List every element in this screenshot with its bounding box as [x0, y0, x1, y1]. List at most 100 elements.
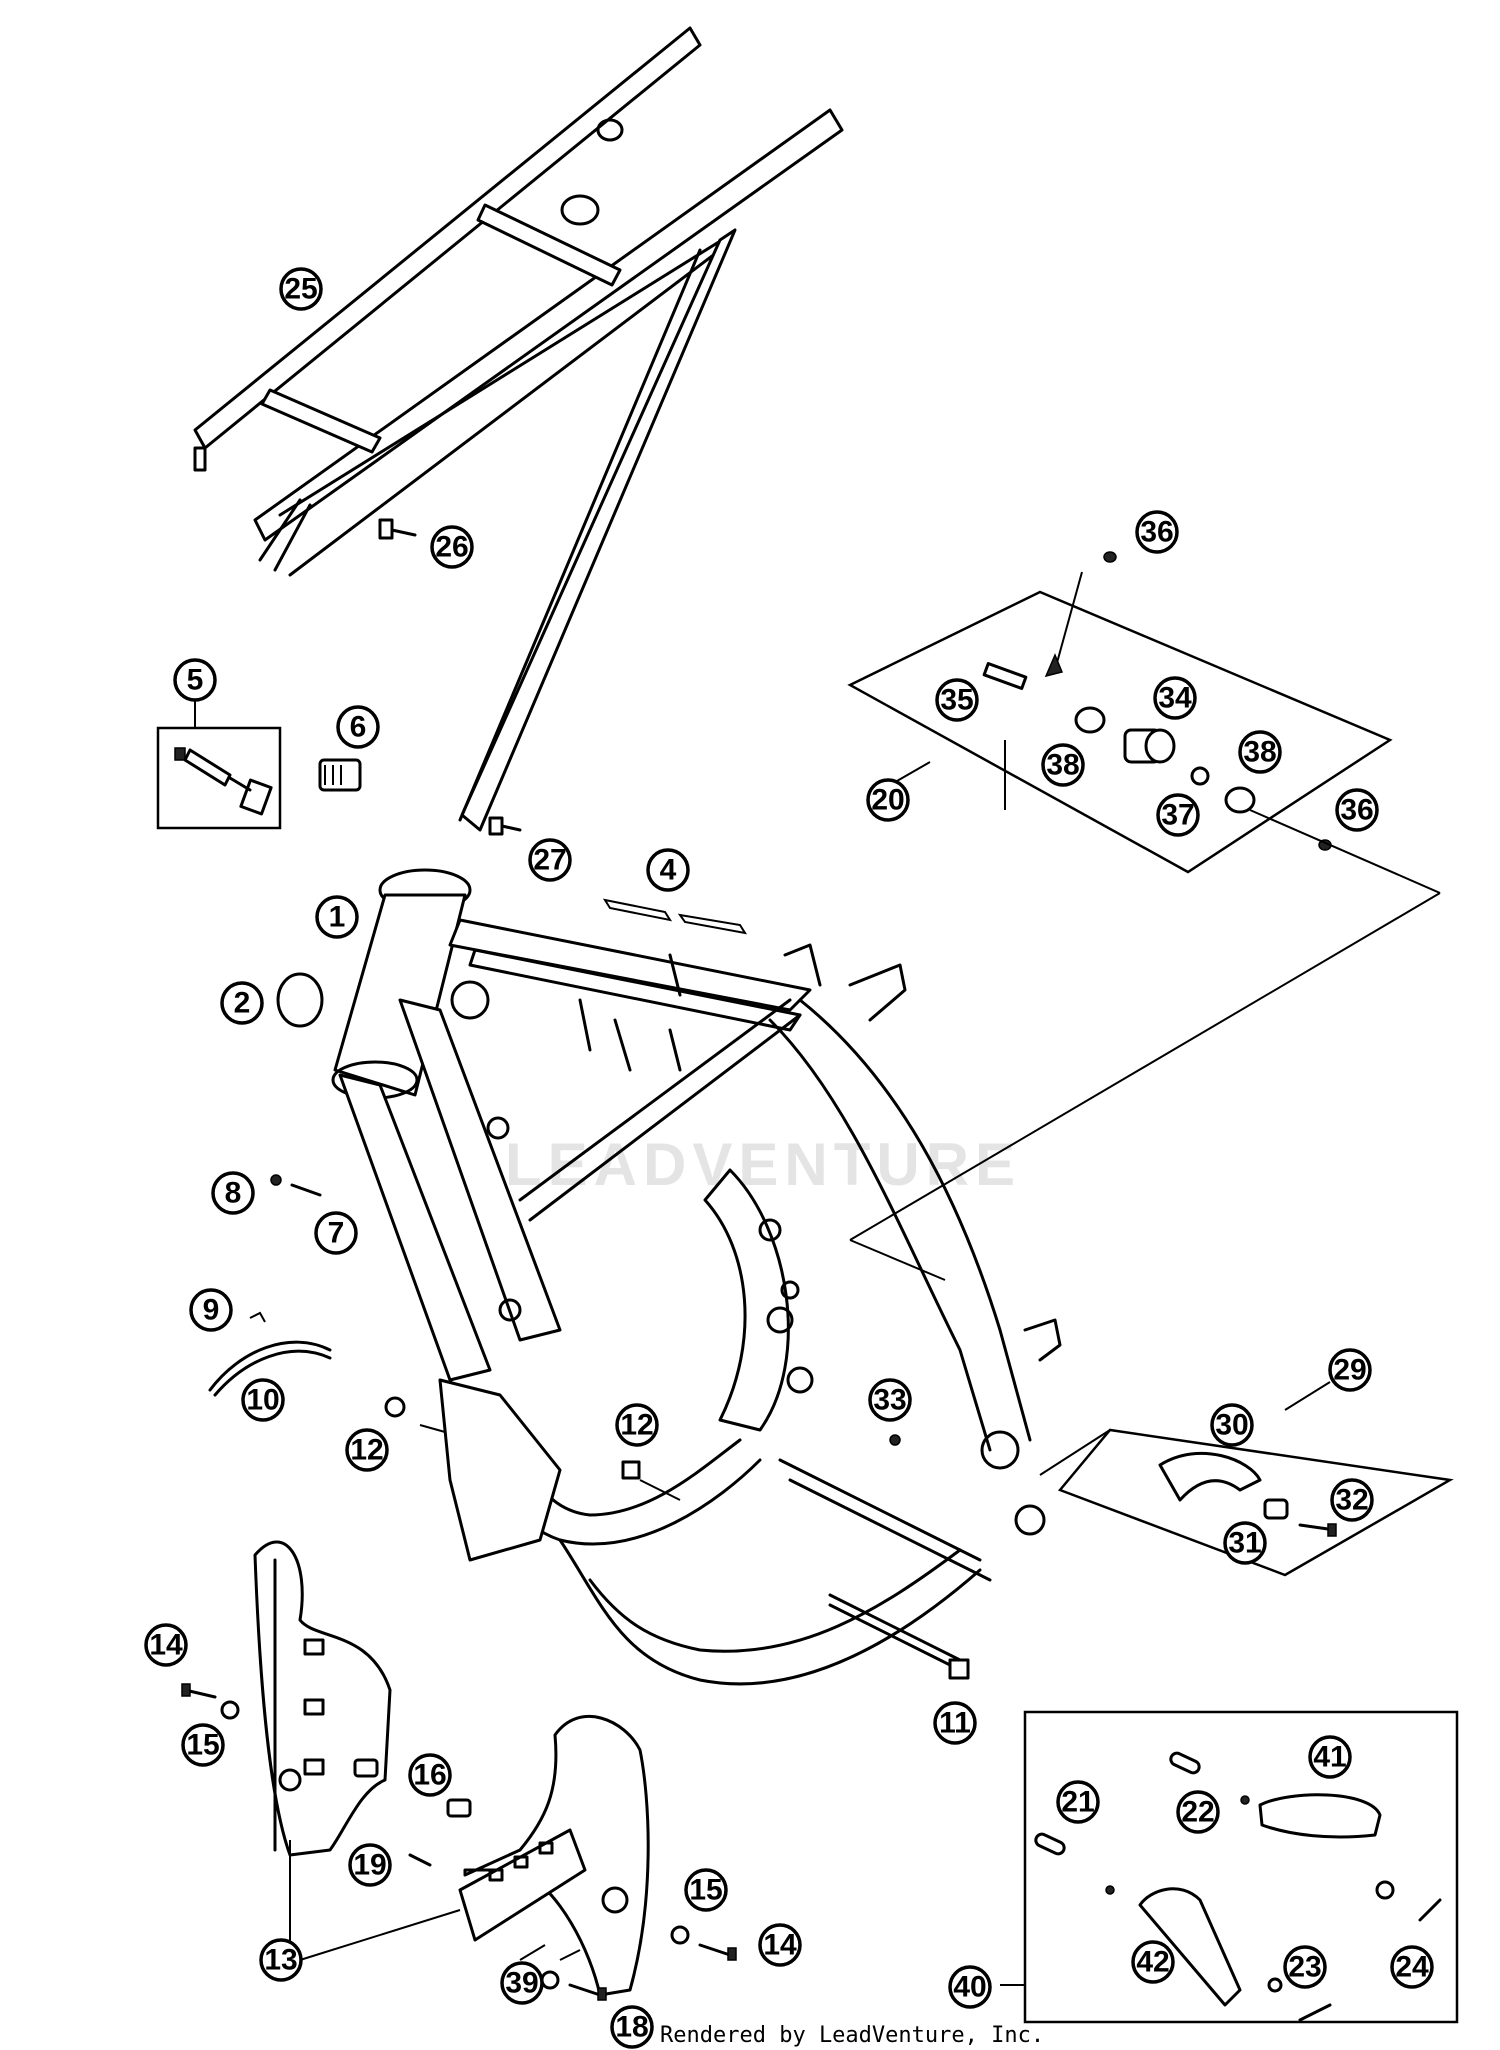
part-20-assembly — [847, 551, 1441, 1281]
svg-text:5: 5 — [187, 664, 204, 697]
svg-text:36: 36 — [1340, 794, 1373, 827]
svg-text:6: 6 — [350, 711, 367, 744]
callout-40: 40 — [948, 1965, 992, 2009]
svg-text:9: 9 — [203, 1294, 220, 1327]
part-5-box — [156, 698, 282, 830]
svg-text:29: 29 — [1333, 1354, 1366, 1387]
callout-23: 23 — [1283, 1945, 1327, 1989]
svg-text:12: 12 — [350, 1434, 383, 1467]
callout-15b: 15 — [684, 1868, 728, 1912]
callout-37: 37 — [1156, 793, 1200, 837]
callout-35: 35 — [935, 678, 979, 722]
callout-30: 30 — [1210, 1403, 1254, 1447]
part-29-assembly — [1039, 1381, 1454, 1577]
svg-text:24: 24 — [1395, 1951, 1429, 1984]
svg-text:16: 16 — [413, 1759, 446, 1792]
subframe-bolts — [378, 518, 522, 836]
svg-text:19: 19 — [353, 1849, 386, 1882]
callout-20: 20 — [866, 778, 910, 822]
callout-38a: 38 — [1041, 743, 1085, 787]
rear-subframe — [193, 26, 844, 832]
part-11-axle-bolt — [828, 1593, 970, 1680]
callout-16: 16 — [408, 1753, 452, 1797]
callout-27: 27 — [528, 838, 572, 882]
main-frame — [331, 868, 1062, 1686]
callout-25: 25 — [279, 267, 323, 311]
callout-36a: 36 — [1135, 510, 1179, 554]
callout-22: 22 — [1176, 1790, 1220, 1834]
callout-39: 39 — [500, 1961, 544, 2005]
render-credit: Rendered by LeadVenture, Inc. — [660, 2023, 1044, 2048]
svg-text:14: 14 — [763, 1929, 797, 1962]
frame-decals — [602, 898, 748, 935]
callout-12b: 12 — [345, 1428, 389, 1472]
svg-text:36: 36 — [1140, 516, 1173, 549]
svg-text:39: 39 — [505, 1967, 538, 2000]
svg-text:22: 22 — [1181, 1796, 1214, 1829]
callout-32: 32 — [1330, 1478, 1374, 1522]
svg-text:15: 15 — [689, 1874, 722, 1907]
svg-text:15: 15 — [186, 1729, 219, 1762]
svg-text:38: 38 — [1046, 749, 1079, 782]
callout-29: 29 — [1328, 1348, 1372, 1392]
svg-text:27: 27 — [533, 844, 566, 877]
callout-14a: 14 — [144, 1623, 188, 1667]
svg-text:37: 37 — [1161, 799, 1194, 832]
watermark: LEADVENTURE — [505, 1131, 1021, 1198]
svg-text:14: 14 — [149, 1629, 183, 1662]
callout-19: 19 — [348, 1843, 392, 1887]
callout-38b: 38 — [1238, 730, 1282, 774]
svg-text:21: 21 — [1061, 1786, 1094, 1819]
callout-36b: 36 — [1335, 788, 1379, 832]
callout-7: 7 — [314, 1211, 358, 1255]
callout-13: 13 — [259, 1938, 303, 1982]
svg-text:34: 34 — [1158, 682, 1192, 715]
callout-5: 5 — [173, 658, 217, 702]
svg-text:2: 2 — [234, 987, 251, 1020]
callout-24: 24 — [1390, 1945, 1434, 1989]
callout-8: 8 — [211, 1171, 255, 1215]
callout-42: 42 — [1131, 1940, 1175, 1984]
svg-text:18: 18 — [615, 2011, 648, 2044]
callout-31: 31 — [1223, 1521, 1267, 1565]
svg-text:8: 8 — [225, 1177, 242, 1210]
callout-10: 10 — [241, 1378, 285, 1422]
svg-text:38: 38 — [1243, 736, 1276, 769]
svg-text:7: 7 — [328, 1217, 345, 1250]
part-9-10-hose — [208, 1311, 332, 1397]
part-6-bearing — [318, 758, 362, 792]
svg-text:40: 40 — [953, 1971, 986, 2004]
svg-text:25: 25 — [284, 273, 317, 306]
callout-21: 21 — [1056, 1780, 1100, 1824]
frame-cap — [276, 972, 324, 1028]
svg-text:42: 42 — [1136, 1946, 1169, 1979]
callout-18: 18 — [610, 2005, 654, 2049]
svg-text:10: 10 — [246, 1384, 279, 1417]
svg-text:26: 26 — [435, 531, 468, 564]
callout-34: 34 — [1153, 676, 1197, 720]
callout-26: 26 — [430, 525, 474, 569]
callout-9: 9 — [189, 1288, 233, 1332]
svg-text:11: 11 — [939, 1707, 971, 1740]
svg-text:31: 31 — [1228, 1527, 1261, 1560]
svg-text:35: 35 — [940, 684, 973, 717]
svg-text:41: 41 — [1313, 1741, 1346, 1774]
svg-text:20: 20 — [871, 784, 904, 817]
callout-4: 4 — [646, 848, 690, 892]
callout-6: 6 — [336, 705, 380, 749]
svg-text:4: 4 — [660, 854, 677, 887]
frame-small-parts — [384, 1396, 901, 1501]
callout-15a: 15 — [181, 1723, 225, 1767]
svg-text:1: 1 — [329, 901, 346, 934]
callout-2: 2 — [220, 981, 264, 1025]
callout-14b: 14 — [758, 1923, 802, 1967]
svg-text:13: 13 — [264, 1944, 297, 1977]
svg-text:33: 33 — [873, 1384, 906, 1417]
callout-41: 41 — [1308, 1735, 1352, 1779]
svg-text:30: 30 — [1215, 1409, 1248, 1442]
frame-guard-right — [458, 1715, 650, 1997]
callout-1: 1 — [315, 895, 359, 939]
callout-12a: 12 — [615, 1403, 659, 1447]
svg-text:32: 32 — [1335, 1484, 1368, 1517]
